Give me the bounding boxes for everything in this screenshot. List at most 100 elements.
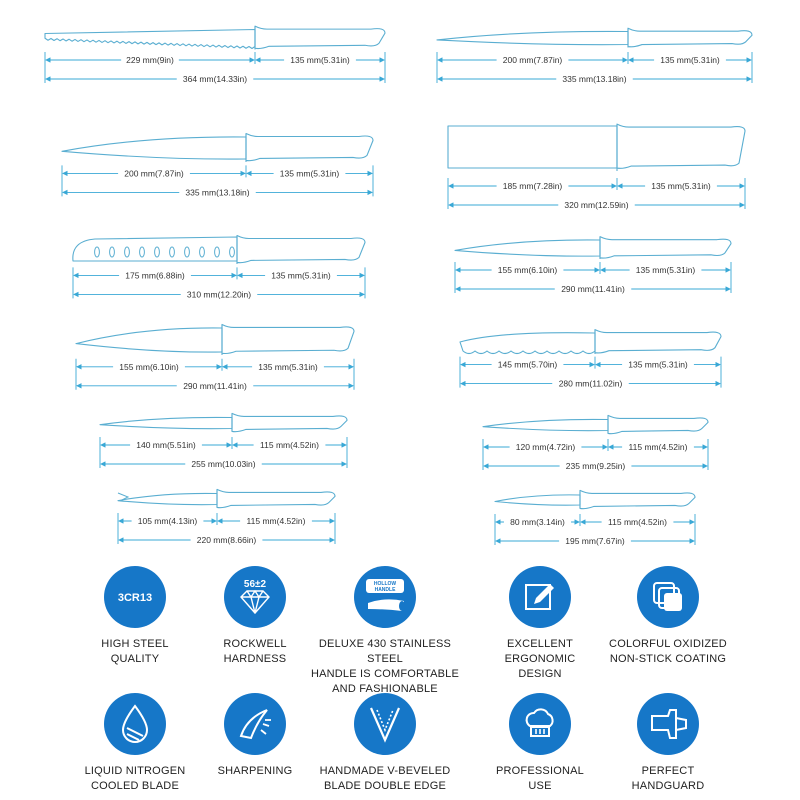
sharpening-blade-icon [224, 693, 286, 755]
handle-dim-label-bg [273, 167, 346, 180]
blade-dim-label: 229 mm(9in) [126, 55, 174, 65]
knife-handle-outline [236, 234, 366, 264]
handle-dim-label-bg [622, 441, 694, 453]
total-dim-label: 310 mm(12.20in) [187, 289, 251, 299]
handle-dim-label: 135 mm(5.31in) [636, 265, 696, 275]
knife-blade-outline [436, 30, 629, 46]
handle-dim-label: 135 mm(5.31in) [628, 360, 688, 370]
knife-chef-knife: 200 mm(7.87in)135 mm(5.31in)335 mm(13.18… [61, 132, 374, 199]
blade-dim-label: 140 mm(5.51in) [136, 440, 196, 450]
knife-bread-knife: 229 mm(9in)135 mm(5.31in)364 mm(14.33in) [44, 25, 386, 85]
blade-dim-label-bg [496, 54, 569, 66]
total-dim-label: 255 mm(10.03in) [191, 459, 255, 469]
blade-dim-label: 155 mm(6.10in) [119, 362, 179, 372]
blade-dim-label-bg [130, 439, 202, 451]
coating-layers-icon [637, 566, 699, 628]
knife-santoku-knife: 175 mm(6.88in)135 mm(5.31in)310 mm(12.20… [72, 234, 366, 301]
total-dim-label: 290 mm(11.41in) [561, 284, 625, 294]
total-dim-label: 335 mm(13.18in) [562, 74, 626, 84]
total-dim-label-bg [554, 283, 632, 295]
knife-steak-knife: 140 mm(5.51in) 115 mm(4.52in) 255 mm(10.03… [99, 412, 348, 470]
knife-paring-knife: 80 mm(3.14in) 115 mm(4.52in) 195 mm(7.67in… [494, 489, 696, 547]
feature-label: COLORFUL OXIDIZED NON-STICK COATING [609, 638, 727, 665]
feature-label: PERFECT HANDGUARD [631, 765, 705, 792]
knife-handle-outline [607, 414, 709, 435]
blade-dim-label: 80 mm(3.14in) [510, 517, 565, 527]
total-dim-label: 220 mm(8.66in) [197, 535, 257, 545]
knife-handle-outline [599, 236, 732, 259]
knife-blade-outline [482, 418, 609, 432]
handle-dim-label-bg [265, 269, 337, 282]
blade-dim-label: 120 mm(4.72in) [516, 442, 576, 452]
handle-dim-label-bg [601, 516, 674, 528]
blade-dim-label: 200 mm(7.87in) [503, 55, 563, 65]
feature-label: HIGH STEEL QUALITY [101, 638, 169, 665]
total-dim-label-bg [556, 73, 633, 85]
knife-blade-outline [494, 494, 581, 506]
feature-v-bevel: HANDMADE V-BEVELED BLADE DOUBLE EDGE [310, 693, 460, 794]
total-dim-label-bg [180, 288, 258, 301]
feature-label: EXCELLENT ERGONOMIC DESIGN [504, 638, 576, 680]
knife-carving-knife: 200 mm(7.87in)135 mm(5.31in)335 mm(13.18… [436, 27, 753, 85]
total-dim-label-bg [552, 377, 629, 390]
feature-label: ROCKWELL HARDNESS [223, 638, 287, 665]
handle-dim-label-bg [645, 180, 717, 192]
feature-sharpening-blade: SHARPENING [180, 693, 330, 779]
v-bevel-icon [354, 693, 416, 755]
blade-dim-label-bg [509, 441, 582, 453]
blade-dim-label-bg [496, 180, 569, 192]
svg-text:3CR13: 3CR13 [118, 592, 152, 604]
knife-dimension-diagram: 229 mm(9in)135 mm(5.31in)364 mm(14.33in)… [44, 25, 753, 547]
handle-dim-label-bg [629, 264, 702, 276]
knife-handle-outline [245, 132, 374, 162]
santoku-dimple [124, 246, 130, 258]
blade-dim-label-bg [118, 167, 190, 180]
handle-dim-label: 135 mm(5.31in) [290, 55, 350, 65]
knife-handle-outline [579, 489, 696, 510]
santoku-dimple [154, 246, 160, 258]
chef-hat-icon [509, 693, 571, 755]
total-dim-label-bg [559, 535, 631, 547]
blade-dim-label-bg [491, 264, 564, 276]
handle-dim-label: 135 mm(5.31in) [271, 270, 331, 280]
knife-blade-outline [99, 416, 233, 430]
blade-dim-label-bg [121, 54, 179, 66]
blade-dim-label-bg [491, 358, 564, 371]
svg-text:HOLLOW: HOLLOW [374, 581, 396, 587]
feature-coating-layers: COLORFUL OXIDIZED NON-STICK COATING [593, 566, 743, 667]
knife-blade-outline [44, 28, 256, 50]
total-dim-label-bg [176, 379, 254, 392]
santoku-dimple [199, 246, 205, 258]
handle-dim-label-bg [654, 54, 726, 66]
total-dim-label: 235 mm(9.25in) [566, 461, 626, 471]
handle-dim-label-bg [284, 54, 356, 66]
knife-blade-outline [459, 332, 596, 355]
santoku-dimple [214, 246, 220, 258]
blade-dim-label: 105 mm(4.13in) [138, 516, 198, 526]
blade-dim-label-bg [119, 269, 191, 282]
blade-dim-label: 155 mm(6.10in) [498, 265, 558, 275]
handle-dim-label: 115 mm(4.52in) [608, 517, 667, 527]
knife-cleaver: 185 mm(7.28in)135 mm(5.31in)320 mm(12.59… [447, 123, 746, 211]
knife-cheese-knife: 105 mm(4.13in) 115 mm(4.52in) 220 mm(8.66i… [117, 488, 336, 546]
total-dim-label: 335 mm(13.18in) [185, 187, 249, 197]
handguard-icon [637, 693, 699, 755]
blade-dim-label-bg [113, 360, 185, 373]
total-dim-label: 195 mm(7.67in) [565, 536, 625, 546]
feature-liquid-nitrogen-drop: LIQUID NITROGEN COOLED BLADE [60, 693, 210, 794]
steel-badge-icon: 3CR13 [104, 566, 166, 628]
handle-dim-label: 115 mm(4.52in) [260, 440, 319, 450]
blade-dim-label: 145 mm(5.70in) [498, 360, 558, 370]
feature-label: PROFESSIONAL USE [496, 765, 584, 792]
knife-handle-outline [627, 27, 753, 48]
knife-utility-knife: 120 mm(4.72in)115 mm(4.52in)235 mm(9.25i… [482, 414, 709, 472]
knife-handle-outline [231, 412, 348, 433]
knife-handle-outline [216, 488, 336, 509]
total-dim-label: 320 mm(12.59in) [564, 200, 628, 210]
knife-blade-outline [447, 125, 618, 169]
cheese-fork-tip [117, 492, 130, 502]
handle-dim-label: 115 mm(4.52in) [247, 516, 306, 526]
